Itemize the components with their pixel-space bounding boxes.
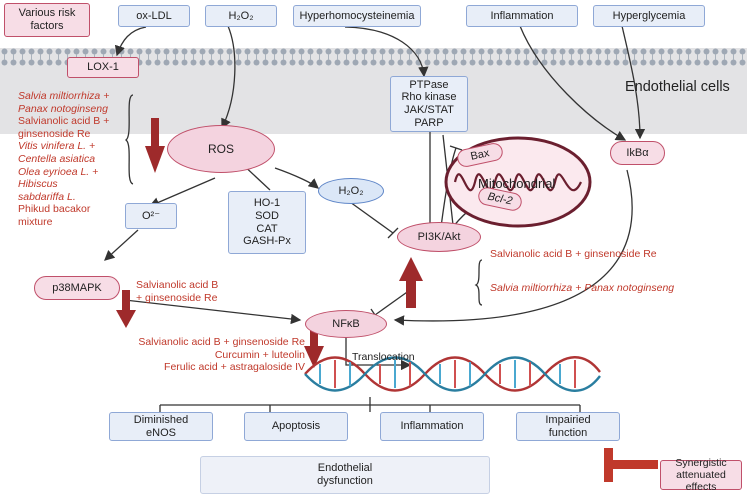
herb-line: Salvianolic acid B + [18,115,110,128]
left-herbs-list: Salvia miltiorrhiza + Panax notoginseng … [18,90,128,229]
outcome-apoptosis: Apoptosis [244,412,348,441]
hyperglycemia-box: Hyperglycemia [593,5,705,27]
antioxidant-gash-px: GASH-Px [243,235,291,248]
pi3k-akt-node: PI3K/Akt [397,222,481,252]
pi3k-herbs-1: Salvianolic acid B + ginsenoside Re [490,248,657,260]
nfkb-herbs: Salvianolic acid B + ginsenoside Re Curc… [138,336,305,374]
pi3k-akt-label: PI3K/Akt [417,231,461,243]
synergy-box: Synergistic attenuated effects [660,456,742,494]
dysfunction-label: Endothelial dysfunction [317,462,373,487]
outcome-label: Diminished eNOS [133,413,189,439]
ros-node: ROS [167,125,275,173]
outcome-impaired-function: Impairied function [516,412,620,441]
outcome-label: Inflammation [400,420,464,433]
ox-ldl-box: ox-LDL [118,5,190,27]
kinase-box: PTPase Rho kinase JAK/STAT PARP [390,76,468,132]
hyperhomocysteinemia-box: Hyperhomocysteinemia [293,5,421,27]
herb-line: Olea eyrioea L. + [18,165,99,178]
outcome-label: Impairied function [545,413,591,439]
h2o2-input-label: H₂O₂ [228,9,254,22]
outcome-diminished-enos: Diminished eNOS [109,412,213,441]
h2o2-node-label: H₂O₂ [338,185,364,197]
hyperhomocysteinemia-label: Hyperhomocysteinemia [299,9,415,22]
kinase-parp: PARP [414,116,444,129]
risk-factors-label: Various risk factors [18,7,76,32]
nfkb-label: NFκB [332,318,360,330]
endothelial-dysfunction-box: Endothelial dysfunction [200,456,490,494]
endothelial-cells-label: Endothelial cells [625,79,730,95]
p38-herbs: Salvianolic acid B + ginsenoside Re [136,279,218,304]
superoxide-box: O²⁻ [125,203,177,229]
ikba-label: IkBα [626,146,649,159]
superoxide-label: O²⁻ [141,209,161,222]
h2o2-node: H₂O₂ [318,178,384,204]
herb-line: ginsenoside Re [18,127,91,140]
herb-line: Ferulic acid + astragaloside IV [164,361,305,374]
herb-line: Vitis vinifera L. + [18,140,96,153]
herb-line: Salvianolic acid B [136,279,219,291]
h2o2-input-box: H₂O₂ [205,5,277,27]
lox1-box: LOX-1 [67,57,139,78]
herb-line: sabdariffa L. [18,190,76,203]
herb-line: Panax notoginseng [18,102,108,115]
hyperglycemia-label: Hyperglycemia [612,9,686,22]
inflammation-input-box: Inflammation [466,5,578,27]
herb-line: + ginsenoside Re [136,291,218,304]
ros-label: ROS [207,142,234,156]
kinase-rho: Rho kinase [401,91,457,104]
p38mapk-label: p38MAPK [52,281,102,294]
antioxidant-ho1: HO-1 [253,197,281,210]
outcome-label: Apoptosis [271,420,321,433]
mitochondria-label: Mitochondrial [478,176,556,191]
lox1-label: LOX-1 [87,61,119,74]
kinase-ptpase: PTPase [409,78,449,91]
kinase-jak-stat: JAK/STAT [404,104,454,116]
synergy-label: Synergistic attenuated effects [675,456,727,494]
bcl2-label: Bcl-2 [486,190,514,208]
inflammation-input-label: Inflammation [490,9,554,22]
ikba-box: IkBα [610,141,665,165]
nfkb-node: NFκB [305,310,387,338]
herb-line: Curcumin + luteolin [214,348,305,361]
herb-line: mixture [18,215,53,228]
translocation-label: Translocation [352,351,415,363]
herb-line: Centella asiatica [18,152,96,165]
ox-ldl-label: ox-LDL [136,9,172,22]
risk-factors-box: Various risk factors [4,3,90,37]
outcome-inflammation: Inflammation [380,412,484,441]
p38mapk-box: p38MAPK [34,276,120,300]
pi3k-herbs-2: Salvia miltiorrhiza + Panax notoginseng [490,282,675,294]
herb-line: Salvia miltiorrhiza + [18,90,110,102]
herb-line: Hibiscus [18,178,58,191]
antioxidant-cat: CAT [256,222,278,235]
antioxidant-box: HO-1 SOD CAT GASH-Px [228,191,306,254]
antioxidant-sod: SOD [255,209,279,222]
herb-line: Salvianolic acid B + ginsenoside Re [138,336,305,348]
membrane-bilayer [0,48,747,66]
herb-line: Phikud bacakor [18,203,91,216]
bax-label: Bax [469,146,491,163]
